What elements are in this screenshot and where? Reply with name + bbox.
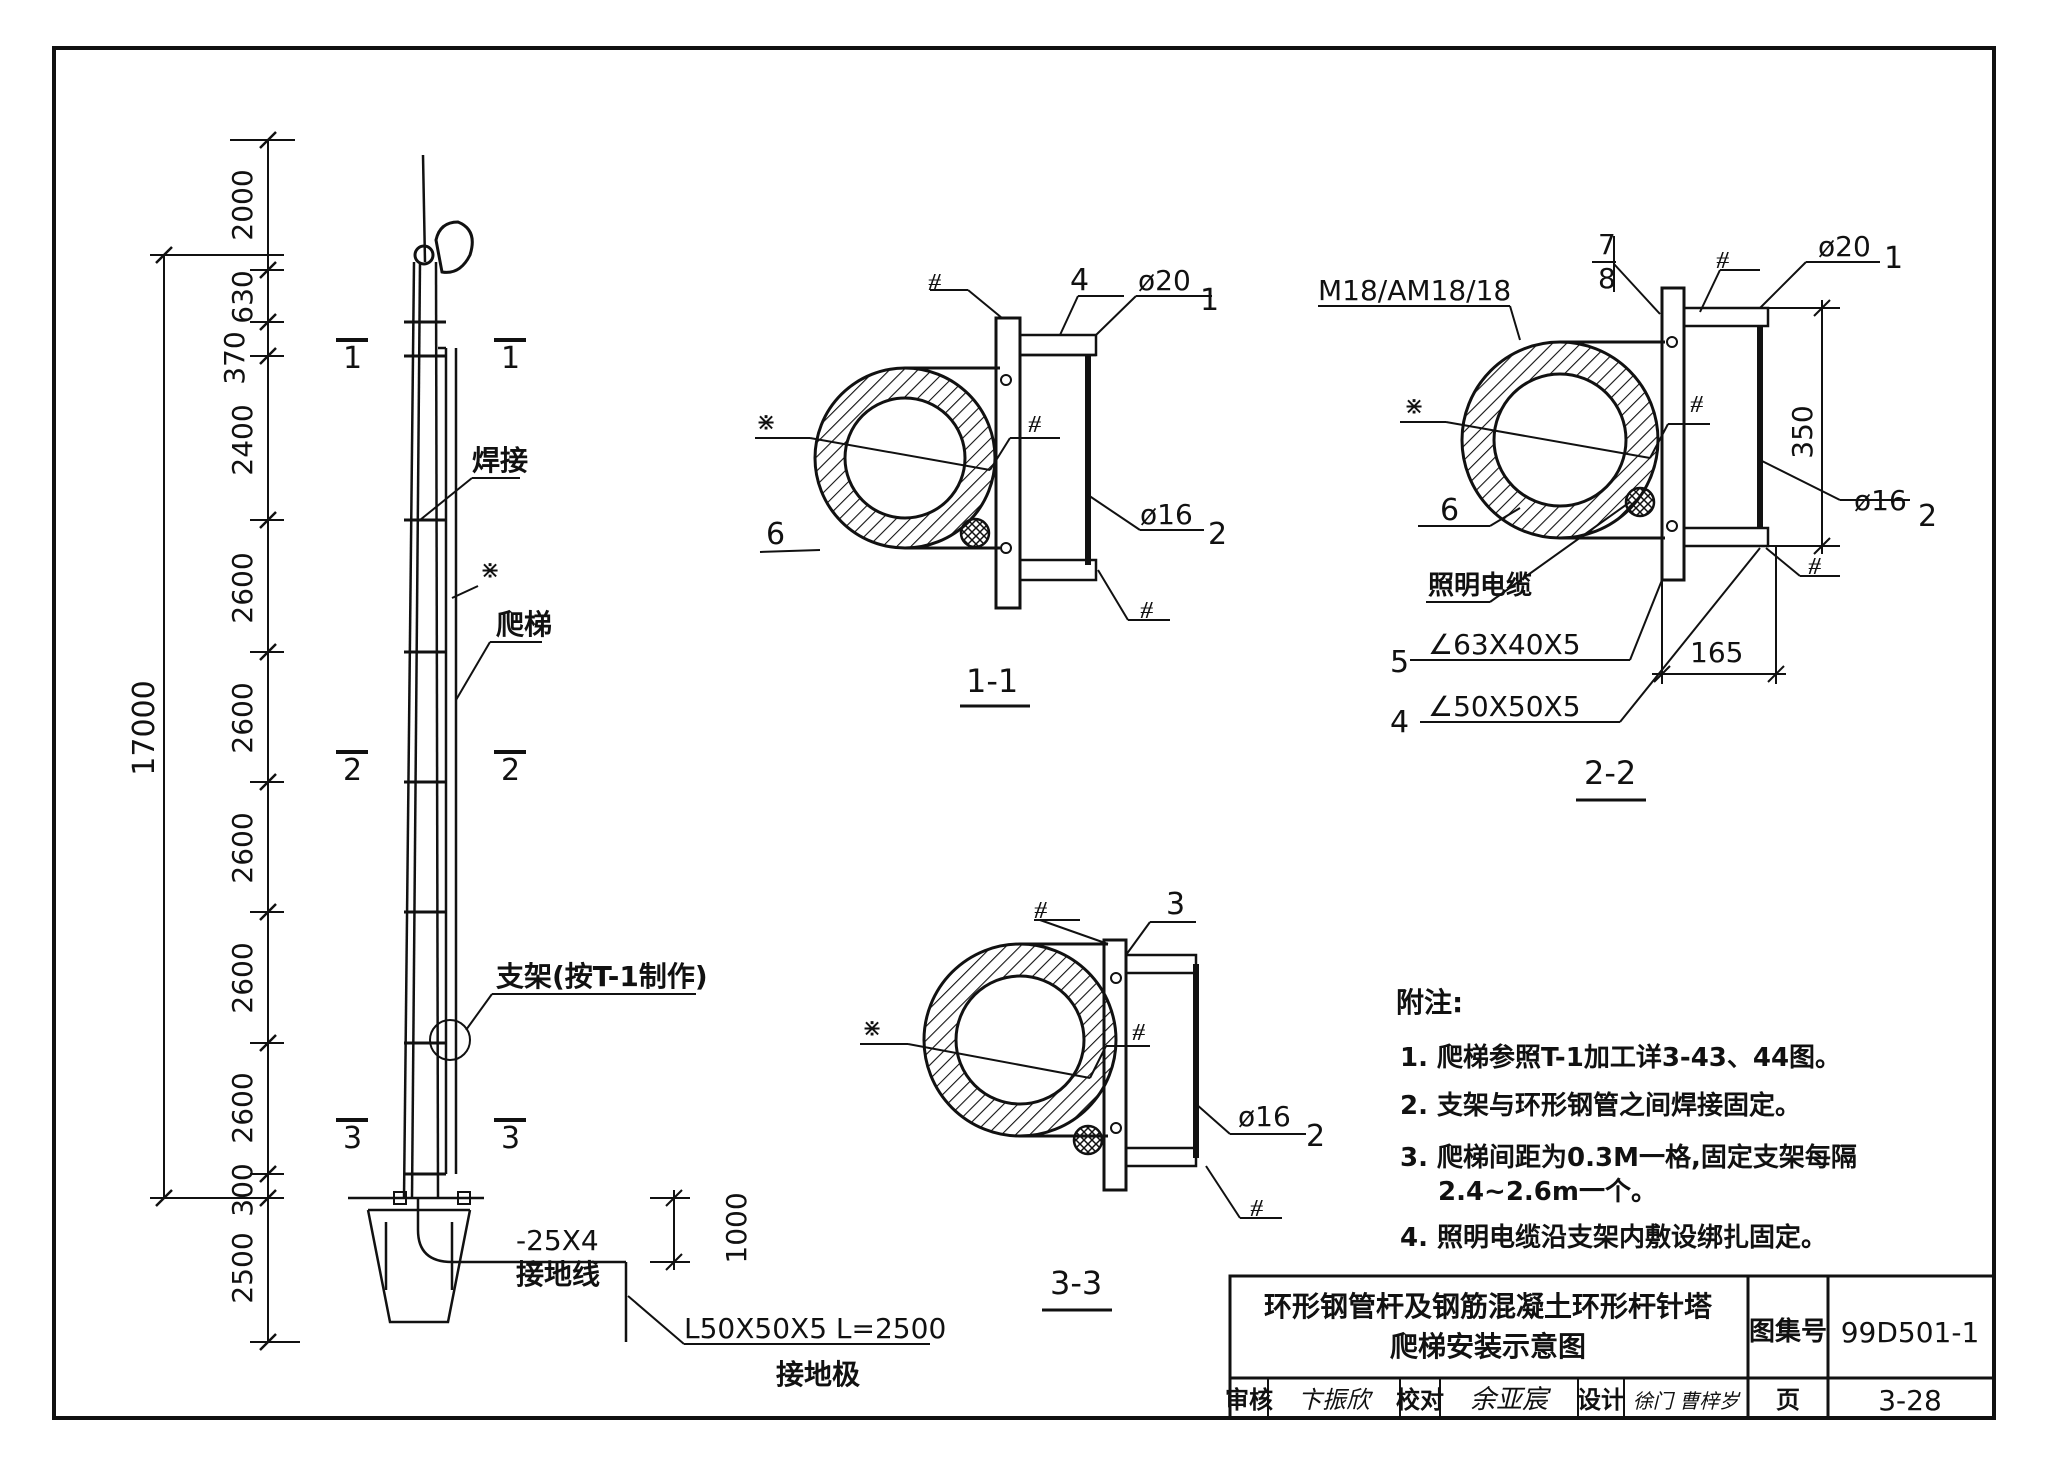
s3-item-3: 3 [1166,887,1185,922]
s2-item-1: 1 [1884,241,1903,276]
page-number: 3-28 [1878,1384,1942,1417]
ground-rod-size: L50X50X5 L=2500 [684,1312,946,1345]
section-mark-1-right: 1 [501,341,520,376]
section-1-1-title: 1-1 [966,662,1018,700]
section-mark-3-left: 3 [343,1121,362,1156]
review-label: 审核 [1225,1386,1273,1414]
note-2: 2. 支架与环形钢管之间焊接固定。 [1400,1090,1801,1121]
s1-item-4: 4 [1070,263,1089,298]
ladder-label: 爬梯 [496,608,552,641]
note-3-cont: 2.4~2.6m一个。 [1438,1177,1657,1207]
dim-seg-6: 2600 [226,812,259,883]
dim-total-height: 17000 [127,680,162,775]
ground-rod-label: 接地极 [776,1358,860,1391]
section-3-3-title: 3-3 [1050,1264,1102,1302]
design-signature: 徐门 曹梓岁 [1633,1389,1741,1413]
elevation-view: 17000 2000 630 370 2400 2600 2600 2600 2… [127,131,946,1391]
s2-weld-symbol-top: ⧣ [1716,244,1730,272]
s2-cable-label: 照明电缆 [1428,570,1532,601]
section-mark-3-right: 3 [501,1121,520,1156]
lamp-icon [434,220,474,274]
section-mark-1-left: 1 [343,341,362,376]
s2-dim-165: 165 [1690,636,1743,669]
dim-seg-3: 2400 [226,404,259,475]
section-mark-2-left: 2 [343,753,362,788]
section-mark-2-right: 2 [501,753,520,788]
ground-wire-size: -25X4 [516,1224,599,1257]
dim-seg-9: 300 [226,1163,259,1216]
ground-wire-label: 接地线 [516,1258,600,1291]
s1-dia20: ø20 [1138,264,1191,297]
section-3-3: ⧣ 3 ⋇ ⧣ ø16 2 ⧣ 3-3 [860,887,1325,1312]
dim-seg-1: 630 [226,270,259,323]
s2-dia16: ø16 [1854,484,1907,517]
s1-weld-symbol-bottom: ⧣ [1140,594,1154,622]
notes: 附注: 1. 爬梯参照T-1加工详3-43、44图。 2. 支架与环形钢管之间焊… [1396,986,1857,1253]
section-2-2: M18/AM18/18 7 8 ⧣ ø20 1 350 ø16 2 ⋇ ⧣ 6 … [1318,228,1937,802]
s2-item-5: 5 [1390,645,1409,680]
s3-weld-symbol-top: ⧣ [1034,894,1048,922]
section-1-1: ⧣ 4 ø20 1 ⋇ ⧣ 6 ø16 2 ⧣ 1-1 [755,263,1227,708]
sheet-border [52,46,1996,1420]
s2-angle-4: ∠50X50X5 [1428,690,1581,723]
s1-weld-symbol: ⧣ [1028,408,1042,436]
s2-weld-symbol-bottom: ⧣ [1808,550,1822,578]
s1-dia16: ø16 [1140,498,1193,531]
s2-dia20: ø20 [1818,230,1871,263]
s3-weld-symbol: ⧣ [1132,1016,1146,1044]
dim-seg-4: 2600 [226,552,259,623]
s2-ref-bottom: 8 [1598,262,1616,295]
s3-x-symbol: ⋇ [862,1014,882,1042]
s3-weld-symbol-bottom: ⧣ [1250,1192,1264,1220]
s2-weld-symbol: ⧣ [1690,388,1704,416]
s2-x-symbol: ⋇ [1404,392,1424,420]
atlas-number: 99D501-1 [1841,1316,1980,1349]
s1-x-symbol: ⋇ [756,408,776,436]
review-signature: 卞振欣 [1298,1386,1374,1414]
notes-heading: 附注: [1396,986,1463,1019]
dim-seg-10: 2500 [226,1232,259,1303]
s3-dia16: ø16 [1238,1100,1291,1133]
check-signature: 余亚宸 [1470,1385,1552,1415]
s2-bolt-label: M18/AM18/18 [1318,274,1511,307]
foundation-depth: 1000 [720,1192,753,1263]
s2-dim-350: 350 [1786,405,1819,458]
s2-angle-5: ∠63X40X5 [1428,628,1581,661]
s2-item-2: 2 [1918,499,1937,534]
dim-seg-0: 2000 [226,169,259,240]
atlas-label: 图集号 [1749,1316,1827,1347]
s1-item-6: 6 [766,517,785,552]
bracket-detail-circle [429,1019,471,1061]
dim-seg-2: 370 [218,331,251,384]
page-label: 页 [1776,1386,1800,1414]
weld-label: 焊接 [472,444,528,477]
x-symbol-label: ⋇ [480,556,500,584]
s2-ref-top: 7 [1598,228,1616,261]
title-line-1: 环形钢管杆及钢筋混凝土环形杆针塔 [1264,1290,1713,1323]
title-line-2: 爬梯安装示意图 [1390,1330,1586,1363]
dim-seg-7: 2600 [226,942,259,1013]
s2-item-6: 6 [1440,493,1459,528]
check-label: 校对 [1396,1386,1444,1414]
weld-sym-1: ⧣ [928,266,942,294]
s2-item-4: 4 [1390,705,1409,740]
s1-item-1: 1 [1200,283,1219,318]
dim-seg-8: 2600 [226,1072,259,1143]
bracket-label: 支架(按T-1制作) [496,960,708,993]
note-4: 4. 照明电缆沿支架内敷设绑扎固定。 [1400,1222,1827,1253]
s1-item-2: 2 [1208,517,1227,552]
note-3: 3. 爬梯间距为0.3M一格,固定支架每隔 [1400,1142,1857,1173]
s3-item-2: 2 [1306,1119,1325,1154]
dim-seg-5: 2600 [226,682,259,753]
note-1: 1. 爬梯参照T-1加工详3-43、44图。 [1400,1042,1841,1073]
design-label: 设计 [1577,1386,1625,1414]
title-block: 环形钢管杆及钢筋混凝土环形杆针塔 爬梯安装示意图 图集号 99D501-1 审核… [1225,1274,1996,1420]
section-2-2-title: 2-2 [1584,754,1636,792]
